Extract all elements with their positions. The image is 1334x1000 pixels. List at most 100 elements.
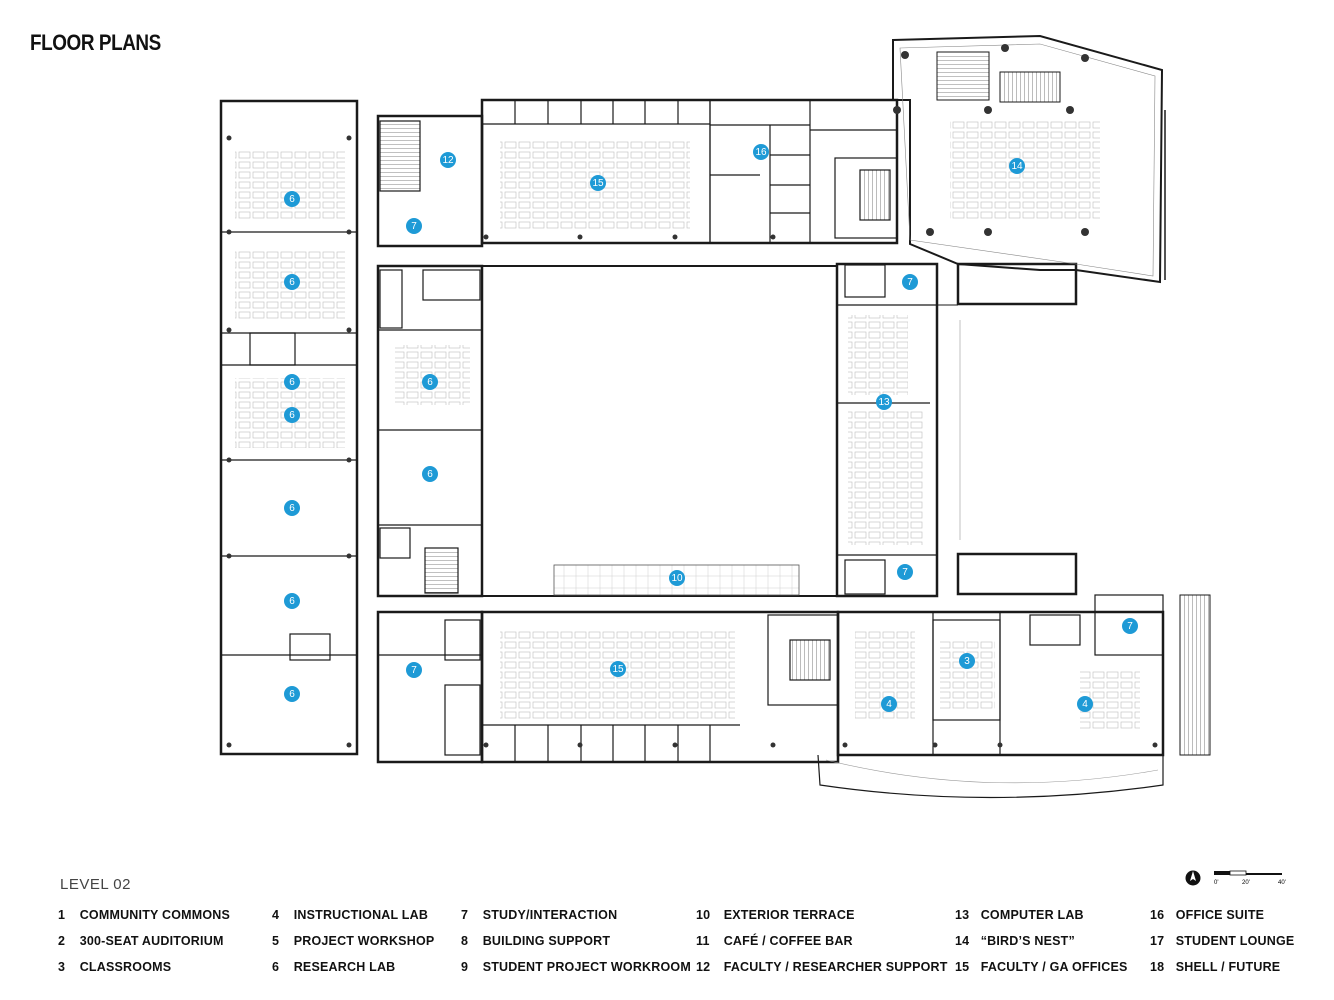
legend-item: 3 CLASSROOMS (58, 960, 172, 974)
room-tag-label: 14 (1011, 161, 1023, 172)
scale-label-0: 0' (1214, 880, 1218, 886)
legend-item: 18 SHELL / FUTURE (1150, 960, 1281, 974)
room-tag-marker (876, 394, 892, 410)
page-title: FLOOR PLANS (30, 30, 161, 55)
scale-label-40: 40' (1278, 880, 1286, 886)
room-tag-label: 12 (442, 155, 454, 166)
legend-item: 6 RESEARCH LAB (272, 960, 396, 974)
room-tag-6: 6 (284, 686, 300, 702)
north-arrow-icon (1185, 870, 1201, 886)
legend-item: 12 FACULTY / RESEARCHER SUPPORT (696, 960, 948, 974)
legend-item: 10 EXTERIOR TERRACE (696, 908, 855, 922)
legend-item: 9 STUDENT PROJECT WORKROOM (461, 960, 691, 974)
room-tag-marker (1077, 696, 1093, 712)
room-tags: 6 6 6 6 6 6 6 12 7 15 16 14 7 6 6 13 10 7 7 7 15 3 4 4 (284, 144, 1138, 712)
room-tag-marker (284, 500, 300, 516)
room-tag-label: 6 (289, 596, 295, 607)
birds-nest-outline (892, 34, 1166, 284)
room-tag-16: 16 (753, 144, 769, 160)
room-tag-marker (406, 218, 422, 234)
legend-item: 4 INSTRUCTIONAL LAB (272, 908, 429, 922)
room-tag-label: 6 (427, 377, 433, 388)
room-tag-3: 3 (959, 653, 975, 669)
furniture (235, 120, 1140, 730)
room-tag-marker (1122, 618, 1138, 634)
room-tag-7: 7 (902, 274, 918, 290)
room-tag-marker (959, 653, 975, 669)
legend-item: 17 STUDENT LOUNGE (1150, 934, 1295, 948)
room-tag-marker (669, 570, 685, 586)
room-tag-7: 7 (1122, 618, 1138, 634)
room-tag-7: 7 (406, 662, 422, 678)
scale-label-20: 20' (1242, 880, 1250, 886)
room-tag-4: 4 (881, 696, 897, 712)
room-tag-6: 6 (284, 191, 300, 207)
room-tag-7: 7 (406, 218, 422, 234)
room-tag-6: 6 (284, 593, 300, 609)
terrace-curve (817, 754, 1164, 799)
room-tag-label: 4 (1082, 699, 1088, 710)
scale-bar: 0' 20' 40' (1214, 870, 1286, 886)
room-tag-marker (1009, 158, 1025, 174)
room-tag-marker (284, 407, 300, 423)
legend-item: 11 CAFÉ / COFFEE BAR (696, 934, 853, 948)
room-tag-15: 15 (610, 661, 626, 677)
structural-columns (226, 44, 1158, 748)
room-tag-marker (753, 144, 769, 160)
room-tag-6: 6 (422, 466, 438, 482)
room-tag-marker (422, 466, 438, 482)
legend-item: 14 “BIRD’S NEST” (955, 934, 1075, 948)
room-tag-14: 14 (1009, 158, 1025, 174)
legend-item: 7 STUDY/INTERACTION (461, 908, 618, 922)
room-tag-label: 6 (427, 469, 433, 480)
room-tag-10: 10 (669, 570, 685, 586)
room-tag-marker (284, 274, 300, 290)
room-tag-6: 6 (284, 407, 300, 423)
room-tag-label: 15 (592, 178, 604, 189)
room-tag-label: 15 (612, 664, 624, 675)
room-tag-15: 15 (590, 175, 606, 191)
room-tag-label: 4 (886, 699, 892, 710)
room-tag-marker (902, 274, 918, 290)
room-tag-marker (440, 152, 456, 168)
room-tag-label: 16 (755, 147, 767, 158)
room-tag-marker (284, 191, 300, 207)
room-tag-label: 7 (902, 567, 908, 578)
room-tag-marker (422, 374, 438, 390)
room-tag-marker (284, 686, 300, 702)
room-tag-label: 7 (411, 665, 417, 676)
legend-item: 1 COMMUNITY COMMONS (58, 908, 231, 922)
room-tag-6: 6 (284, 274, 300, 290)
room-tag-label: 6 (289, 277, 295, 288)
room-tag-6: 6 (422, 374, 438, 390)
room-tag-marker (590, 175, 606, 191)
room-tag-marker (284, 374, 300, 390)
room-tag-label: 7 (1127, 621, 1133, 632)
room-tag-label: 7 (411, 221, 417, 232)
room-tag-label: 6 (289, 410, 295, 421)
room-tag-label: 10 (671, 573, 683, 584)
room-tag-12: 12 (440, 152, 456, 168)
room-tag-label: 6 (289, 503, 295, 514)
legend-item: 15 FACULTY / GA OFFICES (955, 960, 1128, 974)
room-tag-marker (406, 662, 422, 678)
room-tag-marker (897, 564, 913, 580)
room-tag-marker (284, 593, 300, 609)
room-tag-label: 3 (964, 656, 970, 667)
room-tag-marker (610, 661, 626, 677)
room-tag-6: 6 (284, 500, 300, 516)
legend-item: 2 300-SEAT AUDITORIUM (58, 934, 224, 948)
legend: 1 COMMUNITY COMMONS 2 300-SEAT AUDITORIU… (0, 905, 1334, 995)
room-tag-label: 7 (907, 277, 913, 288)
room-tag-4: 4 (1077, 696, 1093, 712)
room-tag-label: 6 (289, 689, 295, 700)
room-tag-7: 7 (897, 564, 913, 580)
legend-item: 8 BUILDING SUPPORT (461, 934, 611, 948)
legend-item: 16 OFFICE SUITE (1150, 908, 1265, 922)
legend-item: 5 PROJECT WORKSHOP (272, 934, 435, 948)
floor-plan: 6 6 6 6 6 6 6 12 7 15 16 14 7 6 6 13 10 7 7 7 15 3 4 4 (219, 34, 1211, 799)
level-label: LEVEL 02 (60, 876, 131, 893)
room-tag-label: 6 (289, 194, 295, 205)
room-tag-13: 13 (876, 394, 892, 410)
room-tag-label: 6 (289, 377, 295, 388)
